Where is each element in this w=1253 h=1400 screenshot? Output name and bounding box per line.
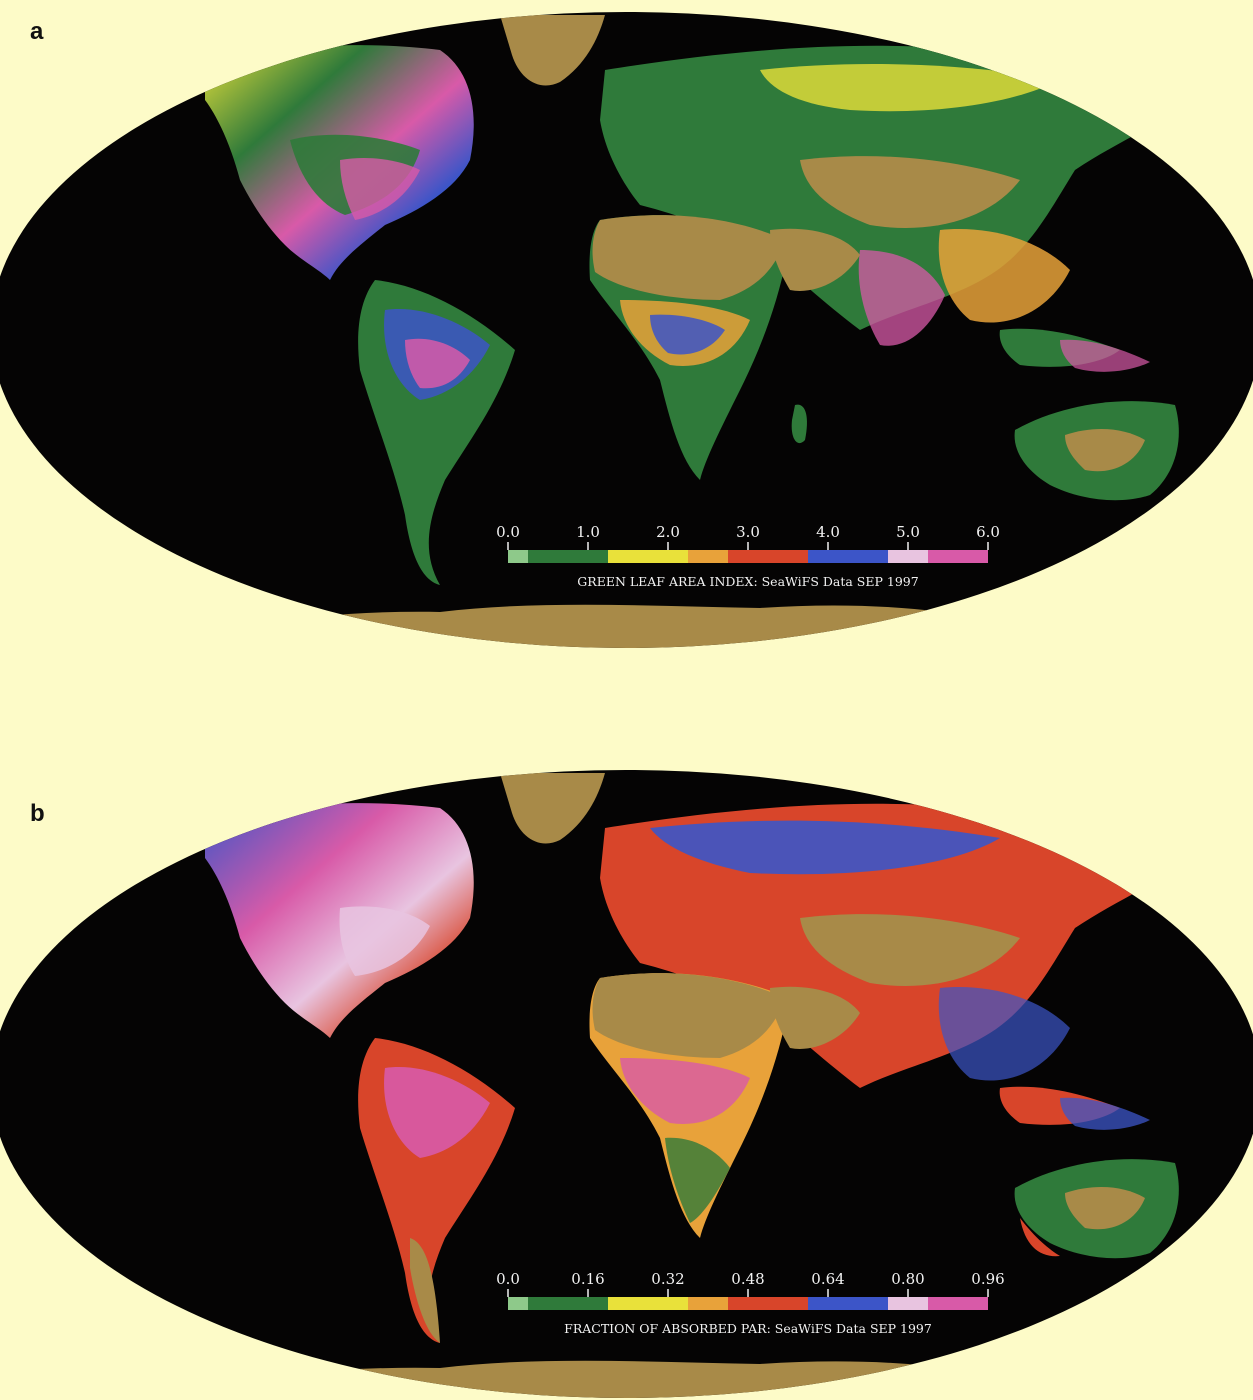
legend-tick: 1.0 [576, 523, 600, 541]
greenland [500, 773, 605, 844]
siberia-sparse [760, 64, 1060, 112]
legend-tick: 6.0 [976, 523, 1000, 541]
australia-interior [1065, 428, 1145, 472]
sahara [592, 973, 785, 1058]
new-zealand [1185, 499, 1225, 517]
legend-tick: 0.0 [496, 1270, 520, 1288]
amazon-basin [384, 1067, 490, 1158]
legend-tick: 4.0 [816, 523, 840, 541]
legend-color-bar [508, 1297, 988, 1310]
panel-label-b: b [30, 800, 45, 827]
sahara [592, 215, 785, 300]
legend-title: GREEN LEAF AREA INDEX: SeaWiFS Data SEP … [577, 574, 918, 589]
legend-tick: 0.80 [891, 1270, 924, 1288]
legend-title: FRACTION OF ABSORBED PAR: SeaWiFS Data S… [564, 1321, 932, 1336]
south-asia [858, 250, 945, 346]
legend-color-bar [508, 550, 988, 563]
southeast-asia-dense [1060, 339, 1150, 372]
north-america-forest [339, 906, 430, 976]
siberia-forest [650, 820, 1000, 875]
legend-tick: 5.0 [896, 523, 920, 541]
legend-absorbed-par: 0.0 0.16 0.32 0.48 0.64 0.80 0.96 [496, 1270, 1005, 1336]
legend-tick: 0.32 [651, 1270, 684, 1288]
east-asia [938, 987, 1070, 1081]
southern-africa [665, 1137, 730, 1223]
legend-tick: 0.64 [811, 1270, 844, 1288]
world-map-absorbed-par: 0.0 0.16 0.32 0.48 0.64 0.80 0.96 [0, 770, 1253, 1398]
arabia [770, 986, 860, 1049]
greenland [500, 15, 605, 86]
arabia [770, 228, 860, 291]
congo-basin [650, 314, 725, 355]
antarctica [150, 604, 1100, 648]
legend-tick-marks [507, 1289, 989, 1297]
central-africa [620, 1058, 750, 1124]
antarctica [150, 1360, 1100, 1398]
new-zealand [1185, 1257, 1225, 1275]
southeast-asia-dense [1060, 1097, 1150, 1130]
patagonia [410, 1238, 440, 1343]
australia-coast [1020, 1218, 1060, 1257]
legend-leaf-area-index: 0.0 1.0 2.0 3.0 4.0 5.0 6.0 GR [496, 523, 1000, 589]
central-asia-desert [800, 914, 1020, 986]
legend-tick: 3.0 [736, 523, 760, 541]
legend-tick-marks [507, 542, 989, 550]
north-america [205, 803, 474, 1038]
legend-tick: 0.96 [971, 1270, 1004, 1288]
legend-tick: 0.48 [731, 1270, 764, 1288]
legend-tick: 0.16 [571, 1270, 604, 1288]
north-america-dense [340, 158, 420, 220]
central-asia-desert [800, 156, 1020, 228]
amazon-dense [405, 338, 470, 389]
legend-tick: 2.0 [656, 523, 680, 541]
madagascar [791, 404, 807, 444]
legend-tick: 0.0 [496, 523, 520, 541]
east-asia [938, 229, 1070, 323]
panel-label-a: a [30, 18, 44, 45]
world-map-leaf-area-index: 0.0 1.0 2.0 3.0 4.0 5.0 6.0 GR [0, 12, 1253, 648]
australia-interior [1065, 1186, 1145, 1230]
